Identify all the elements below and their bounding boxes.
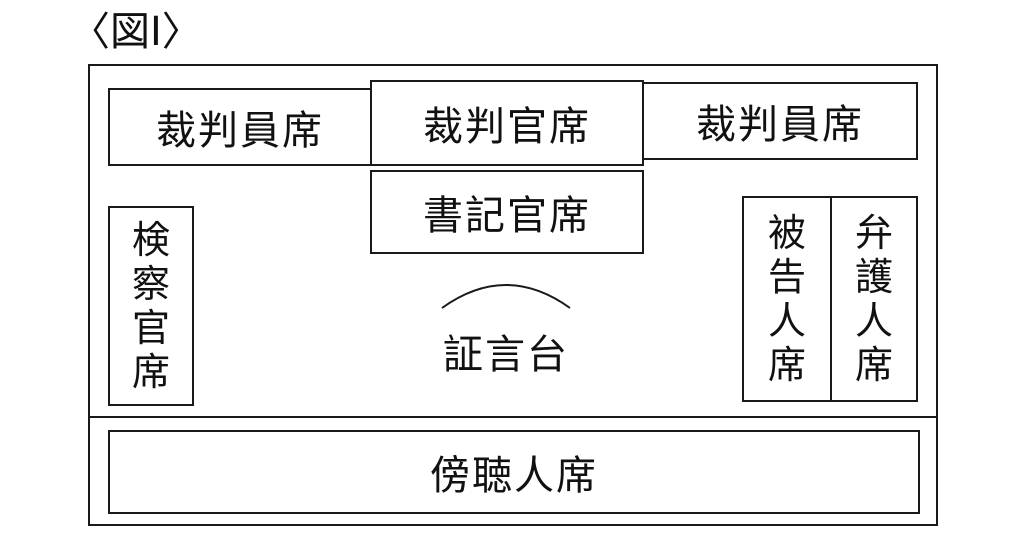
judge-seat: 裁判官席 [370, 80, 644, 166]
gallery-divider [88, 416, 938, 418]
juror-seat-left: 裁判員席 [108, 88, 372, 166]
prosecutor-char-1: 検 [131, 218, 170, 262]
defense-char-3: 人 [854, 299, 893, 343]
prosecutor-char-2: 察 [131, 262, 170, 306]
defense-char-4: 席 [854, 343, 893, 387]
defendant-char-2: 告 [767, 255, 806, 299]
defense-seat: 弁 護 人 席 [830, 196, 918, 402]
gallery-seat: 傍聴人席 [108, 430, 920, 514]
clerk-seat: 書記官席 [370, 170, 644, 254]
defendant-char-1: 被 [767, 211, 806, 255]
prosecutor-seat: 検 察 官 席 [108, 206, 194, 406]
defendant-char-4: 席 [767, 343, 806, 387]
defense-char-2: 護 [854, 255, 893, 299]
courtroom-frame [88, 64, 938, 526]
juror-seat-right: 裁判員席 [642, 82, 918, 160]
defendant-seat: 被 告 人 席 [742, 196, 832, 402]
prosecutor-char-4: 席 [131, 350, 170, 394]
witness-stand-arc [441, 284, 571, 309]
prosecutor-char-3: 官 [131, 306, 170, 350]
defense-char-1: 弁 [854, 211, 893, 255]
witness-stand-label: 証言台 [443, 332, 569, 378]
defendant-char-3: 人 [767, 299, 806, 343]
figure-label: 〈図Ⅰ〉 [70, 9, 202, 55]
